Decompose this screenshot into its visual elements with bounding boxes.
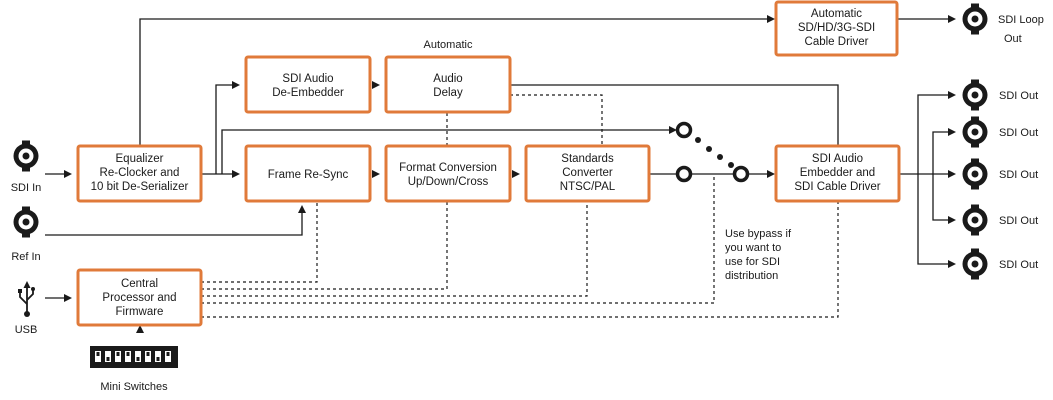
sdi-out-1-connector-icon (962, 79, 988, 111)
sdi-out-4-connector-icon (962, 204, 988, 236)
usb-label: USB (15, 324, 38, 336)
sdi-out-3-label: SDI Out (999, 169, 1038, 181)
sdi-out-4-label: SDI Out (999, 215, 1038, 227)
usb-icon (18, 281, 35, 317)
control-lines (201, 94, 839, 318)
bypass-note: Use bypass if you want to use for SDI di… (725, 228, 794, 282)
sdi-in-label: SDI In (11, 182, 42, 194)
ref-in-label: Ref In (11, 251, 40, 263)
sdi-out-1-label: SDI Out (999, 90, 1038, 102)
sdi-out-5-connector-icon (962, 248, 988, 280)
sdi-out-2-label: SDI Out (999, 127, 1038, 139)
bypass-switch (675, 121, 750, 183)
ref-in-connector-icon (13, 206, 39, 238)
sdi-out-5-label: SDI Out (999, 259, 1038, 271)
svg-text:Frame Re-Sync: Frame Re-Sync (268, 169, 349, 181)
sdi-out-3-connector-icon (962, 158, 988, 190)
sdi-loop-out-connector-icon (962, 3, 988, 35)
sdi-out-2-connector-icon (962, 116, 988, 148)
box-frame-re-sync: Frame Re-Sync (244, 144, 372, 203)
dip-switch-icon (90, 346, 178, 368)
sdi-in-connector-icon (13, 140, 39, 172)
signal-lines (45, 15, 956, 333)
mini-switches-label: Mini Switches (100, 381, 168, 393)
sdi-loop-out-label: SDI Loop Out (998, 14, 1047, 45)
automatic-label: Automatic (424, 39, 473, 51)
